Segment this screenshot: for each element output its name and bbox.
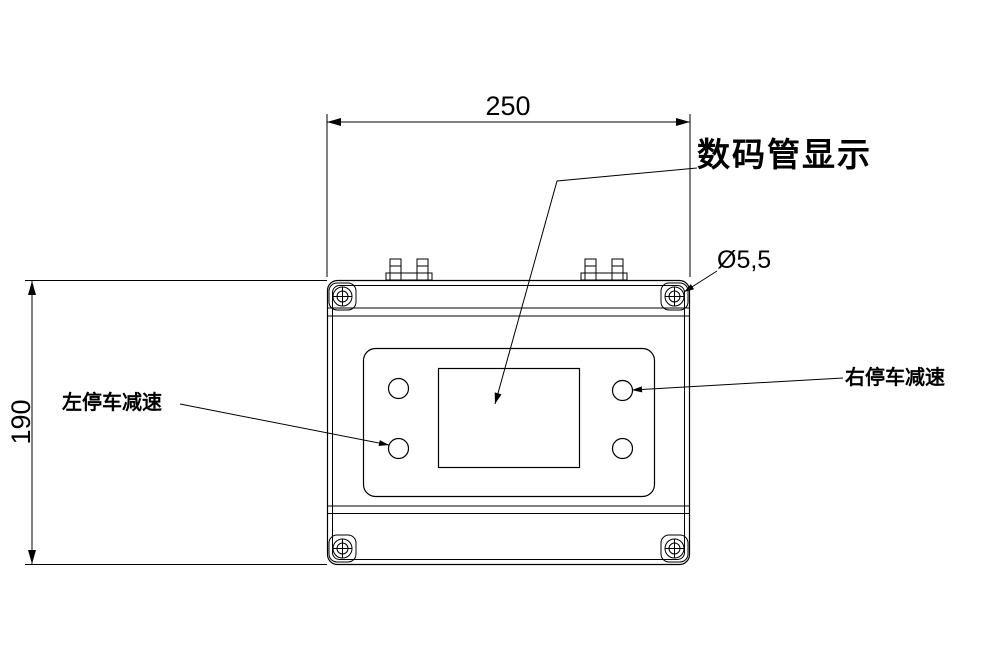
right-leader-line bbox=[631, 377, 844, 391]
dimension-arrow-right bbox=[676, 118, 690, 126]
screw-plate bbox=[328, 282, 357, 311]
device-outer-outline bbox=[326, 279, 691, 566]
hole-leader-arrow bbox=[684, 284, 695, 292]
right-leader-arrow bbox=[632, 386, 643, 393]
corner-screw-top-right bbox=[660, 282, 689, 311]
corner-screw-top-left bbox=[328, 282, 357, 311]
right-button-label: 右停车减速 bbox=[845, 365, 945, 389]
width-dimension: 250 bbox=[326, 91, 691, 277]
display-callout: 数码管显示 bbox=[494, 136, 872, 405]
hole-diameter-label: Ø5,5 bbox=[717, 246, 771, 274]
button-left-top bbox=[387, 377, 410, 400]
screw-plate bbox=[328, 534, 357, 563]
screw-plate bbox=[660, 534, 689, 563]
button-right-top bbox=[611, 379, 634, 402]
screw-plate bbox=[660, 282, 689, 311]
dimension-arrow-bottom bbox=[28, 550, 36, 564]
connector-tab-base bbox=[385, 272, 433, 281]
control-panel bbox=[362, 347, 656, 498]
panel-outline bbox=[362, 347, 656, 498]
corner-screw-bottom-right bbox=[660, 534, 689, 563]
left-leader-arrow bbox=[378, 440, 389, 446]
right-button-callout: 右停车减速 bbox=[631, 365, 945, 393]
left-leader-line bbox=[179, 403, 390, 446]
height-dimension-value: 190 bbox=[6, 399, 36, 444]
display-leader-arrow bbox=[494, 392, 502, 404]
display-leader-line bbox=[494, 167, 698, 405]
connector-tab-base bbox=[580, 272, 628, 281]
button-left-bottom bbox=[387, 437, 410, 460]
button-right-bottom bbox=[611, 437, 634, 460]
connector-tab bbox=[416, 258, 429, 281]
device-body bbox=[326, 258, 691, 566]
dimension-arrow-top bbox=[28, 281, 36, 295]
device-inner-outline bbox=[332, 285, 685, 560]
connector-tab bbox=[584, 258, 597, 281]
left-button-label: 左停车减速 bbox=[62, 390, 162, 414]
connector-tab bbox=[611, 258, 624, 281]
left-button-callout: 左停车减速 bbox=[62, 390, 390, 446]
height-dimension: 190 bbox=[6, 280, 327, 565]
width-dimension-value: 250 bbox=[485, 91, 530, 121]
corner-screw-bottom-left bbox=[328, 534, 357, 563]
hole-callout: Ø5,5 bbox=[683, 246, 771, 293]
display-label: 数码管显示 bbox=[697, 136, 872, 173]
connector-tabs-right bbox=[580, 258, 628, 281]
dimension-arrow-left bbox=[327, 118, 341, 126]
connector-tab bbox=[389, 258, 402, 281]
connector-tabs-left bbox=[385, 258, 433, 281]
display-window bbox=[437, 367, 581, 469]
